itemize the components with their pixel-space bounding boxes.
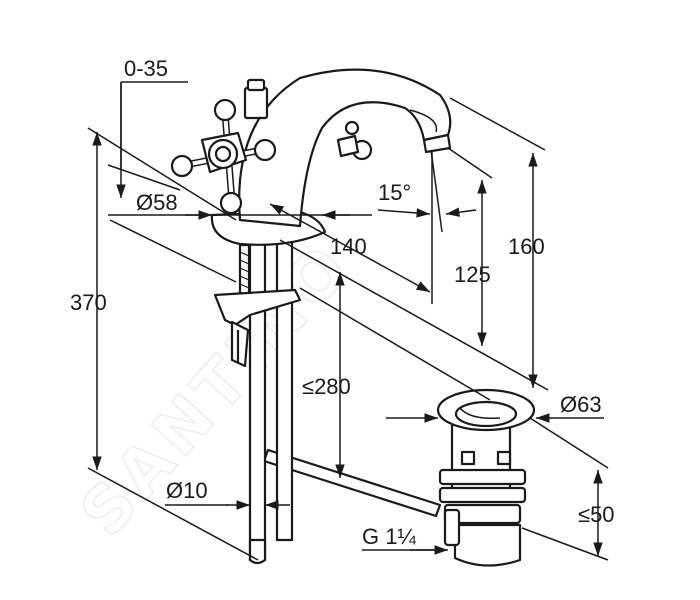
- dimension-lines: [87, 81, 609, 561]
- spout: [238, 68, 452, 228]
- drain-slot-left: [460, 450, 476, 466]
- label-deck-thickness: ≤280: [302, 374, 351, 399]
- label-spout-angle: 15°: [378, 180, 411, 205]
- drain-tail: [453, 523, 522, 567]
- label-total-height: 370: [70, 290, 107, 315]
- label-thread-size: G 1¼: [362, 524, 416, 549]
- label-tube-diameter: Ø10: [166, 478, 208, 503]
- pop-up-drain: [436, 388, 536, 567]
- drain-nut-2: [438, 486, 527, 504]
- drain-slot-right: [496, 450, 512, 466]
- drain-plug: [454, 400, 518, 428]
- drain-nut-1: [438, 468, 527, 486]
- label-total-height-spout: 160: [508, 234, 545, 259]
- label-spout-height: 125: [454, 262, 491, 287]
- bracket-leg: [230, 320, 250, 368]
- label-spout-reach: 140: [330, 234, 367, 259]
- spout-outlet: [422, 133, 452, 154]
- lift-rod-knob: [243, 86, 269, 120]
- label-drain-diameter: Ø63: [560, 392, 602, 417]
- drain-connector: [443, 508, 461, 547]
- supply-tube-right: [275, 238, 294, 542]
- label-drain-height: ≤50: [578, 502, 615, 527]
- label-base-diameter: Ø58: [136, 190, 178, 215]
- cross-handle-right: [336, 120, 373, 161]
- label-lever-offset: 0-35: [124, 56, 168, 81]
- supply-tube-left: [248, 238, 267, 562]
- cross-handle-left: [170, 98, 277, 215]
